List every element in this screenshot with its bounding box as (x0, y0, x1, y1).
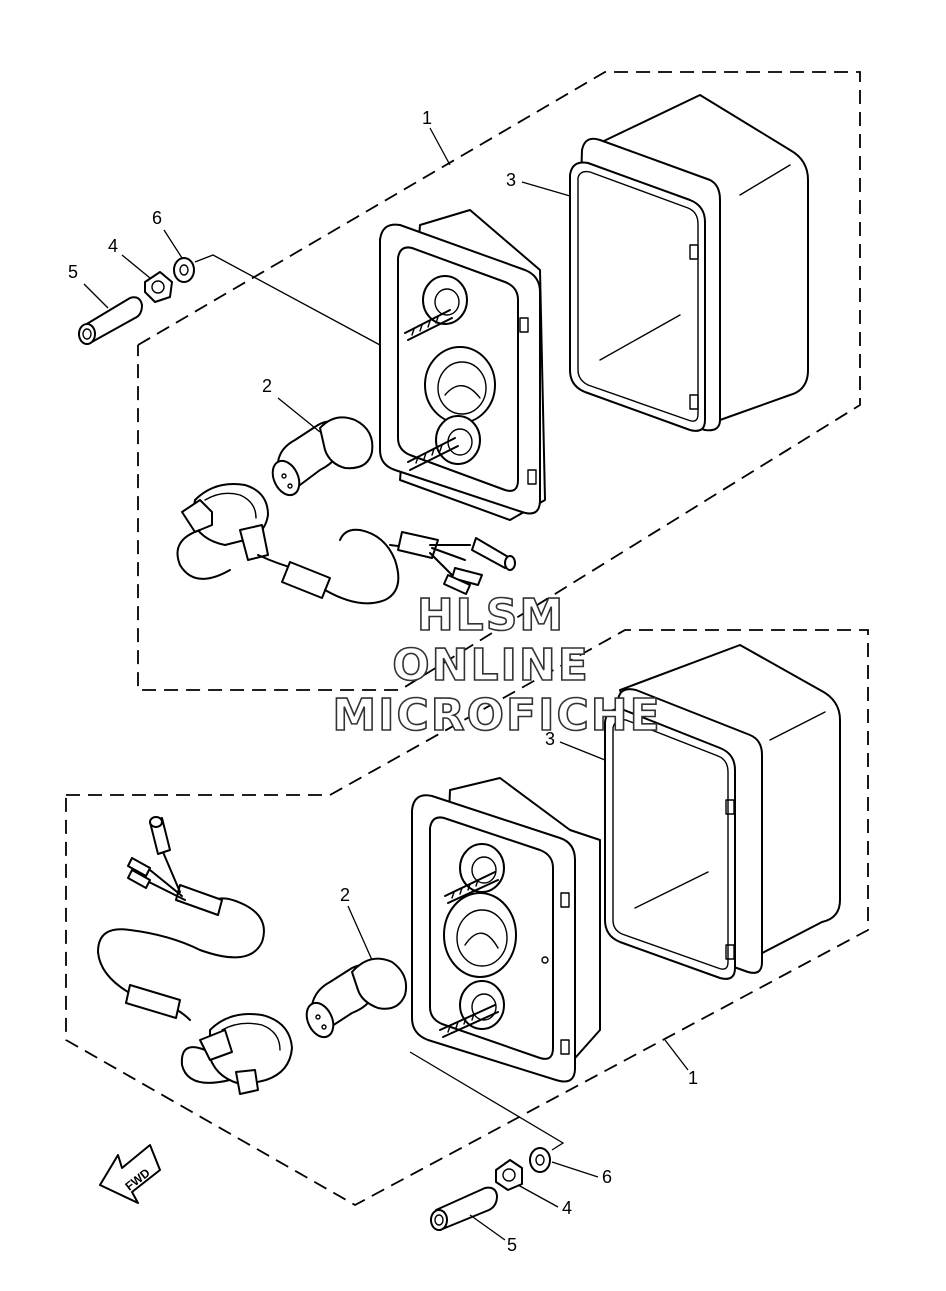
watermark-line-1: HLSM (417, 590, 565, 641)
lower-callout-4: 4 (562, 1198, 572, 1218)
watermark-line-2: ONLINE (392, 640, 590, 691)
upper-callout-2: 2 (262, 376, 272, 396)
upper-lens-cover (569, 94, 809, 432)
upper-callout-3: 3 (506, 170, 516, 190)
watermark: HLSM ONLINE MICROFICHE (332, 589, 661, 742)
upper-assembly: 1 2 3 4 5 6 (68, 71, 861, 691)
upper-lamp-housing (379, 209, 546, 521)
upper-callout-5: 5 (68, 262, 78, 282)
lower-assembly: FWD 1 2 3 4 5 6 (65, 629, 869, 1255)
lower-callout-5: 5 (507, 1235, 517, 1255)
upper-assembly-boundary (137, 71, 861, 691)
lower-callout-6: 6 (602, 1167, 612, 1187)
lower-fasteners (409, 1051, 565, 1231)
upper-callouts: 1 2 3 4 5 6 (68, 108, 571, 433)
lower-assembly-boundary (65, 629, 869, 1207)
upper-bulb (271, 416, 374, 497)
watermark-line-3: MICROFICHE (332, 690, 661, 741)
upper-fasteners (78, 254, 381, 346)
lower-callout-1: 1 (688, 1068, 698, 1088)
upper-callout-4: 4 (108, 236, 118, 256)
upper-callout-1: 1 (422, 108, 432, 128)
upper-socket-harness (176, 483, 516, 605)
lower-callout-3: 3 (545, 729, 555, 749)
upper-callout-6: 6 (152, 208, 162, 228)
lower-callouts: 1 2 3 4 5 6 (340, 729, 698, 1255)
lower-lamp-housing (411, 777, 601, 1083)
lower-socket-harness (97, 816, 293, 1095)
lower-lens-cover (604, 644, 841, 980)
lower-callout-2: 2 (340, 885, 350, 905)
lower-bulb (305, 957, 408, 1039)
forward-direction-arrow: FWD (99, 1144, 161, 1204)
